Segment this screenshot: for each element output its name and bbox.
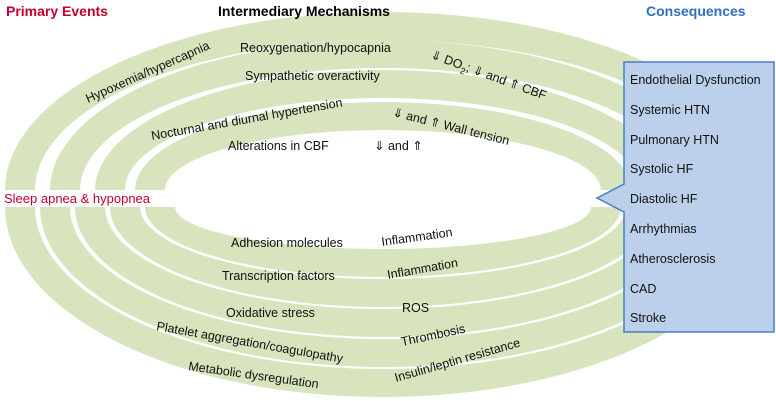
reoxygenation-label: Reoxygenation/hypocapnia [240, 41, 391, 55]
ros-label: ROS [402, 301, 429, 315]
transcription-factors-label: Transcription factors [222, 269, 335, 283]
consequence-item: Atherosclerosis [630, 251, 716, 266]
consequence-item: Arrhythmias [630, 221, 697, 236]
upper-ring-2 [50, 40, 716, 190]
lower-ring-bands [5, 207, 761, 397]
do2-subscript: 2 [459, 65, 467, 76]
consequences-header: Consequences [646, 3, 746, 19]
lower-ring-1 [5, 207, 761, 397]
consequence-item: Systolic HF [630, 162, 694, 177]
intermediary-mechanisms-header: Intermediary Mechanisms [218, 3, 390, 19]
inflammation-label-1: Inflammation [380, 225, 453, 249]
lower-ring-3 [75, 207, 691, 337]
lower-ring-5 [145, 207, 621, 277]
sympathetic-label: Sympathetic overactivity [245, 69, 381, 83]
oxidative-stress-label: Oxidative stress [226, 306, 315, 320]
lower-ring-4 [110, 207, 656, 307]
upper-ring-1 [5, 12, 761, 190]
consequence-item: Endothelial Dysfunction [630, 73, 761, 87]
alterations-cbf-label: Alterations in CBF [228, 139, 329, 153]
consequences-callout [595, 61, 775, 333]
upper-ring-bands [5, 12, 761, 190]
consequence-item: CAD [630, 281, 657, 296]
consequence-item: Stroke [630, 311, 667, 326]
consequence-item: Systemic HTN [630, 102, 710, 117]
lower-ring-2 [40, 207, 726, 367]
consequences-list: Endothelial Dysfunction Systemic HTN Pul… [630, 66, 774, 334]
alterations-arrows-label: ⇓ and ⇑ [374, 139, 423, 153]
consequence-item: Pulmonary HTN [630, 132, 719, 147]
upper-ring-3 [95, 70, 671, 190]
sleep-apnea-label: Sleep apnea & hypopnea [4, 191, 151, 206]
consequence-item: Diastolic HF [630, 192, 698, 207]
primary-events-header: Primary Events [6, 3, 108, 19]
upper-ring-4 [135, 102, 631, 190]
adhesion-molecules-label: Adhesion molecules [231, 236, 343, 250]
